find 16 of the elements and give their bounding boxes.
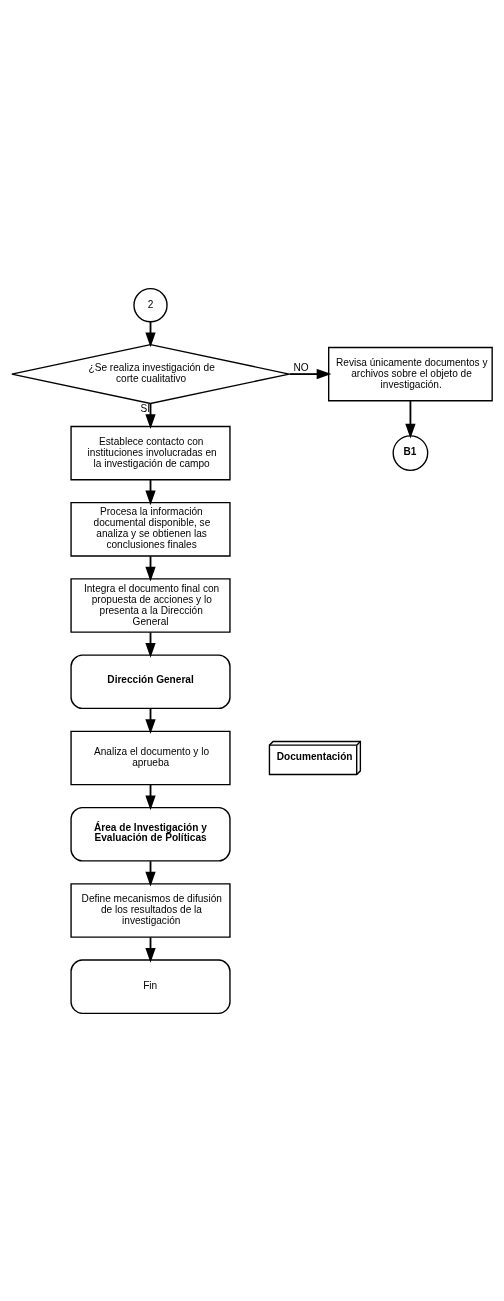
node-box: Integra el documento final con propuesta de acciones y lo presenta a la Dirección General	[70, 577, 231, 633]
node-circle: B1	[392, 434, 429, 471]
node-diamond: ¿Se realiza investigación de corte cualitativo	[11, 343, 290, 404]
node-box: Define mecanismos de difusión de los resultados de la investigación	[70, 882, 231, 938]
node-box: Dirección General	[70, 653, 231, 709]
node-box: Revisa únicamente documentos y archivos sobre el objeto de investigación.	[328, 346, 493, 401]
arrow	[405, 399, 416, 439]
node-box: Establece contacto con instituciones involucradas en la investigación de campo	[70, 425, 231, 480]
node-box: Área de Investigación y Evaluación de Políticas	[70, 806, 231, 862]
edge-label: SI	[140, 402, 150, 414]
node-circle: 2	[133, 287, 168, 322]
node-box: Fin	[70, 958, 231, 1014]
arrow	[288, 368, 332, 379]
node-box: Procesa la información documental disponible, se analiza y se obtienen las conclusiones finales	[70, 501, 231, 557]
edge-label: NO	[293, 361, 309, 373]
node-box: Analiza el documento y lo aprueba	[70, 730, 231, 785]
